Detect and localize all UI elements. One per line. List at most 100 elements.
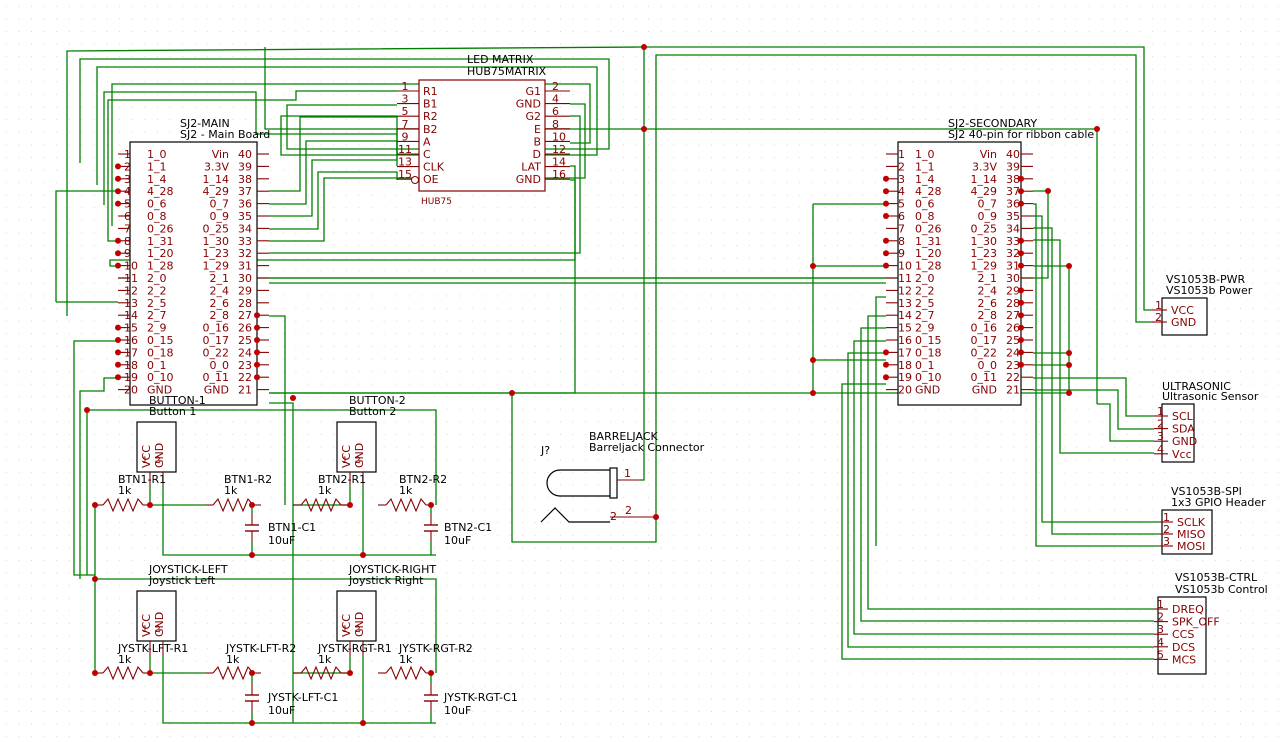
pin-number-left: 15 [898,322,912,335]
pin-number-right: 34 [1006,222,1020,235]
junction-dot [1018,287,1024,294]
pin-label-left: 1_31 [915,235,942,248]
rail-gnd [655,54,1152,517]
pin-number-left: 5 [124,198,131,211]
pin-number-left: 6 [124,210,131,223]
pin-label-right: 1_14 [203,173,230,186]
junction-dot [254,349,260,356]
led-pin-number-right: 6 [552,105,559,118]
pin-number-right: 22 [1006,371,1020,384]
pin-label-right: 1_29 [971,260,998,273]
cap-value: 10uF [444,704,471,717]
btn1-gnd [162,486,436,556]
pin-number-left: 19 [124,371,138,384]
junction-dot [115,188,121,195]
joy-sig [79,377,118,579]
sj2-secondary-ref: SJ2-SECONDARY [948,117,1037,130]
pin-number-left: 16 [898,334,912,347]
pin-number: 4 [1157,443,1164,456]
pin-number-right: 34 [238,222,252,235]
cap-ref: BTN1-C1 [268,521,316,534]
us-vcc [1033,239,1154,454]
pin-number-right: 25 [238,334,252,347]
junction-dot [641,44,647,50]
pin-label-left: 0_18 [147,346,174,359]
led-wire-g2 [269,115,581,254]
pin-label-right: 2_4 [978,284,998,297]
junction-dot [254,324,260,331]
pin-label-right: 3.3V [972,160,997,173]
sj2-main-body [129,141,258,406]
pin-label-right: 0_25 [971,222,998,235]
sj2-secondary-header[interactable]: SJ2-SECONDARY SJ2 40-pin for ribbon cabl… [886,117,1094,406]
led-pin-label-right: B [533,135,541,148]
led-pin-number-left: 7 [402,118,409,131]
led-wire-b1 [79,58,610,163]
module-pin1-num: 1 [342,625,348,635]
led-wire-oe [269,171,398,230]
junction-dot [249,552,255,558]
junction-dot [254,337,260,343]
pin-number: 1 [1163,511,1170,524]
barreljack[interactable]: BARRELJACK Barreljack Connector J? 1 2 2 [540,430,705,523]
junction-dot [290,395,296,401]
resistor-value: 1k [118,484,132,497]
junction-dot [115,337,121,343]
pin-number: 2 [1163,523,1170,536]
pin-label-left: 1_28 [915,260,942,273]
led-pin-label-left: CLK [423,161,445,174]
junction-dot [115,250,121,257]
junction-dot [115,361,121,368]
pin-label-right: 2_6 [978,297,998,310]
cap-ref: JYSTK-RGT-C1 [443,691,518,704]
barreljack-body [546,469,610,497]
pin-number-right: 36 [238,198,252,211]
pin-number: 3 [1157,430,1164,443]
pin-label-left: 0_8 [915,210,935,223]
pin-number-right: 26 [1006,322,1020,335]
pin-number-right: 22 [238,371,252,384]
barreljack-pin1: 1 [624,467,631,480]
pin-number-left: 13 [124,297,138,310]
pin-number-left: 18 [124,359,138,372]
vs1053b-spi-body [1161,509,1213,555]
junction-dot [84,407,90,413]
pin-number-right: 27 [1006,309,1020,322]
pin-label-left: 4_28 [915,185,942,198]
led-pin-label-left: B1 [423,98,438,111]
led-pin-number-right: 16 [552,168,566,181]
junction-dot [1018,200,1024,207]
led-pin-label-left: R1 [423,85,438,98]
resistor-symbol [385,665,427,681]
pin-number-left: 1 [898,148,905,161]
led-pin-label-left: R2 [423,110,438,123]
junction-dot [883,175,889,182]
pin-label-right: 0_16 [203,322,230,335]
pin-number: 4 [1157,636,1164,649]
pin-label: CCS [1172,628,1194,641]
led-wire-b2 [103,91,397,205]
resistor-symbol [300,665,342,681]
module-body [136,421,177,473]
pin-number-right: 21 [238,384,252,397]
led-pin-number-left: 11 [398,143,412,156]
pin-label-left: 1_28 [147,260,174,273]
joy-top-rail [95,578,437,673]
led-pin-number-right: 8 [552,118,559,131]
junction-dot [883,361,889,368]
barreljack-sleeve [540,507,610,523]
pin-number-right: 39 [1006,160,1020,173]
pin-label-left: GND [147,384,172,397]
pin-label: SPK_OFF [1172,616,1220,629]
pin-number-left: 13 [898,297,912,310]
